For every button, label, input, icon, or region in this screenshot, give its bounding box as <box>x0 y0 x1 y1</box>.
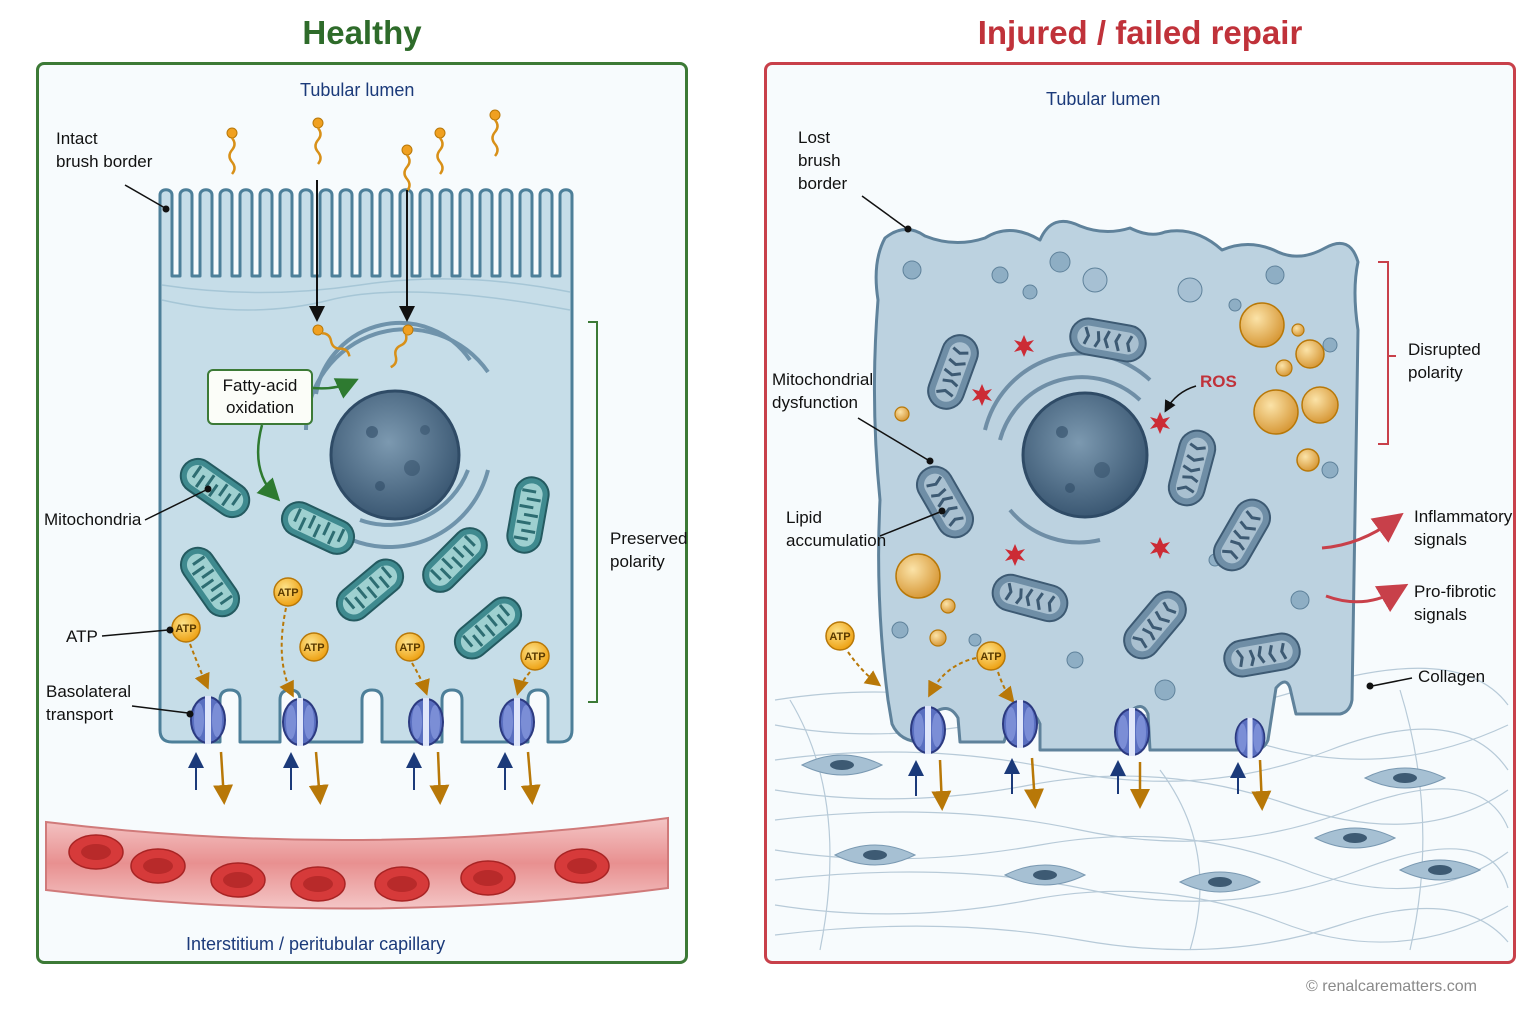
injured-interstitium-fibers <box>774 667 1509 951</box>
atp-badge: ATP <box>395 632 425 662</box>
interstitium-label: Interstitium / peritubular capillary <box>186 934 446 954</box>
ros-label: ROS <box>1200 372 1237 391</box>
lipid-accumulation-label: Lipid accumulation <box>786 508 887 550</box>
healthy-capillary <box>45 816 669 910</box>
healthy-title: Healthy <box>302 14 422 51</box>
injured-atp-and-transport: ATP ATP <box>825 621 1272 811</box>
atp-badge: ATP <box>299 632 329 662</box>
injured-lumen-label: Tubular lumen <box>1046 89 1161 109</box>
fatty-acid-oxidation-box: Fatty-acid oxidation <box>207 369 313 425</box>
atp-badge: ATP <box>825 621 855 651</box>
injured-lipid-droplets <box>894 302 1339 647</box>
svg-text:ATP: ATP <box>175 623 196 635</box>
copyright-notice: © renalcarematters.com <box>1306 978 1477 995</box>
healthy-lumen-label: Tubular lumen <box>300 80 415 100</box>
basolateral-transport-label: Basolateral transport <box>46 682 132 724</box>
svg-text:ATP: ATP <box>980 651 1001 663</box>
preserved-polarity-label: Preserved polarity <box>610 529 688 571</box>
injured-ros-stars <box>972 335 1197 566</box>
svg-text:ATP: ATP <box>303 642 324 654</box>
svg-text:ATP: ATP <box>277 587 298 599</box>
mitochondrial-dysfunction-label: Mitochondrial dysfunction <box>772 370 874 412</box>
pro-fibrotic-signals-label: Pro-fibrotic signals <box>1414 582 1497 624</box>
svg-text:ATP: ATP <box>829 631 850 643</box>
healthy-nucleus <box>303 320 490 549</box>
injured-nucleus <box>983 351 1152 545</box>
mitochondria-label: Mitochondria <box>44 510 142 529</box>
injured-title: Injured / failed repair <box>977 14 1303 51</box>
inflammatory-signals-label: Inflammatory signals <box>1414 507 1513 549</box>
svg-text:ATP: ATP <box>524 651 545 663</box>
intact-brush-border-label: Intact brush border <box>56 129 153 171</box>
atp-badge: ATP <box>273 577 303 607</box>
svg-text:ATP: ATP <box>399 642 420 654</box>
healthy-fatty-acids <box>225 108 502 502</box>
atp-badge: ATP <box>976 641 1006 671</box>
healthy-leader-lines <box>101 184 598 718</box>
atp-badge: ATP <box>171 613 201 643</box>
atp-badge: ATP <box>520 641 550 671</box>
disrupted-polarity-label: Disrupted polarity <box>1408 340 1481 382</box>
lost-brush-border-label: Lost brush border <box>798 128 848 193</box>
atp-label: ATP <box>66 627 98 646</box>
collagen-label: Collagen <box>1418 667 1486 686</box>
injured-leader-lines <box>857 195 1413 690</box>
